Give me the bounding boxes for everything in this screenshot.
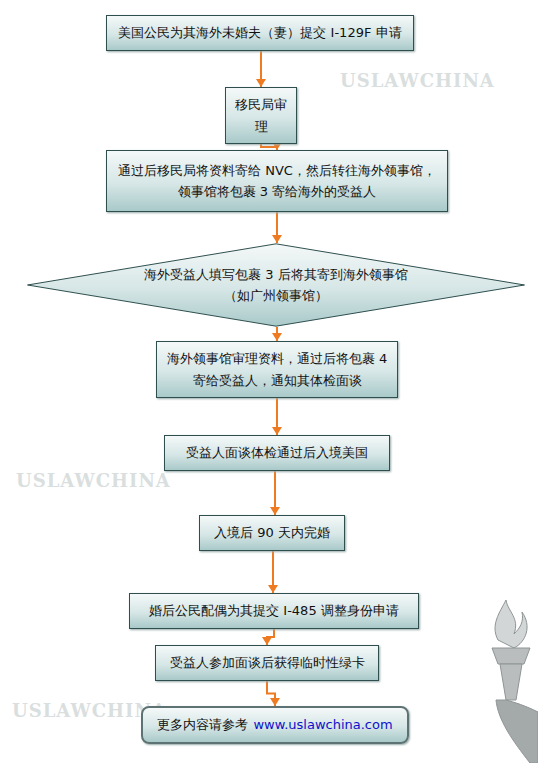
- arrow-head: [272, 235, 282, 243]
- watermark: USLAWCHINA: [16, 470, 171, 491]
- process-box: 入境后 90 天内完婚: [199, 515, 345, 551]
- flow-arrow: [268, 551, 278, 593]
- process-box: 受益人面谈体检通过后入境美国: [164, 435, 390, 471]
- flow-arrow: [256, 51, 266, 87]
- process-box: 受益人参加面谈后获得临时性绿卡: [155, 645, 379, 681]
- flow-arrow: [267, 681, 280, 706]
- node-text: 婚后公民配偶为其提交 I-485 调整身份申请: [149, 603, 399, 618]
- arrow-head: [270, 507, 280, 515]
- diamond-polygon: [28, 244, 525, 326]
- flow-arrow: [262, 629, 274, 645]
- diamond-outline: [25, 243, 527, 327]
- process-box: 通过后移民局将资料寄给 NVC，然后转往海外领事馆，领事馆将包裹 3 寄给海外的…: [106, 150, 448, 212]
- flow-arrow: [270, 471, 280, 515]
- arrow-head: [256, 79, 266, 87]
- link-text: www.uslawchina.com: [253, 717, 392, 732]
- arrow-head: [268, 585, 278, 593]
- node-text: 通过后移民局将资料寄给 NVC，然后转往海外领事馆，领事馆将包裹 3 寄给海外的…: [118, 163, 436, 199]
- decision-diamond: 海外受益人填写包裹 3 后将其寄到海外领事馆（如广州领事馆）: [25, 243, 527, 327]
- process-box: 移民局审理: [225, 87, 297, 144]
- node-text: 更多内容请参考: [157, 717, 248, 732]
- arrow-head: [272, 333, 282, 341]
- flow-arrow: [272, 398, 282, 435]
- process-box: 婚后公民配偶为其提交 I-485 调整身份申请: [129, 593, 419, 629]
- node-text: 海外受益人填写包裹 3 后将其寄到海外领事馆（如广州领事馆）: [144, 267, 408, 303]
- flow-arrow: [272, 327, 282, 341]
- flow-arrow: [272, 212, 282, 243]
- node-text: 入境后 90 天内完婚: [214, 525, 330, 540]
- start-box: 美国公民为其海外未婚夫（妻）提交 I-129F 申请: [106, 15, 414, 51]
- process-box: 海外领事馆审理资料，通过后将包裹 4 寄给受益人，通知其体检面谈: [156, 341, 398, 398]
- node-text: 受益人面谈体检通过后入境美国: [186, 445, 368, 460]
- torch-shape: [492, 600, 538, 763]
- arrow-head: [270, 698, 280, 706]
- node-text: 移民局审理: [235, 97, 287, 133]
- node-text: 海外领事馆审理资料，通过后将包裹 4 寄给受益人，通知其体检面谈: [167, 351, 387, 387]
- watermark: USLAWCHINA: [340, 70, 495, 91]
- end-box: 更多内容请参考 www.uslawchina.com: [141, 706, 409, 744]
- node-text: 受益人参加面谈后获得临时性绿卡: [170, 655, 365, 670]
- node-text: 美国公民为其海外未婚夫（妻）提交 I-129F 申请: [118, 25, 401, 40]
- arrow-head: [262, 637, 272, 645]
- arrow-head: [272, 427, 282, 435]
